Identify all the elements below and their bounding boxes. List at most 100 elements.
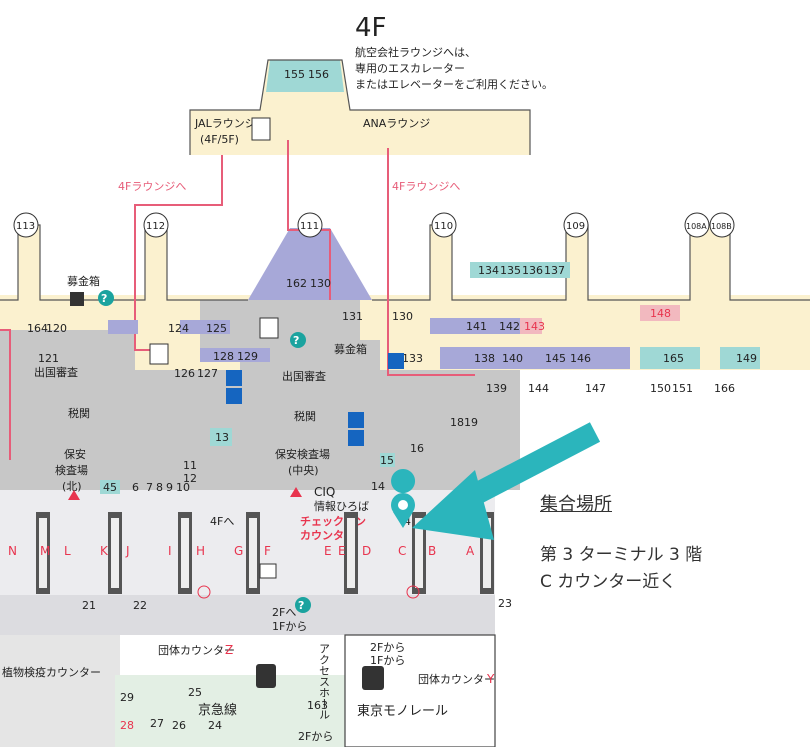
shop-128: 128 — [213, 350, 234, 363]
meeting-point-callout: 集合場所 第 3 ターミナル 3 階 C カウンター近く — [540, 490, 702, 592]
donation-box-center: 募金箱 — [334, 342, 367, 356]
security-central-l2: (中央) — [288, 464, 319, 477]
shop-164: 164 — [27, 322, 48, 335]
info-icon-hall: ? — [295, 597, 311, 613]
shop-27: 27 — [150, 717, 164, 730]
security-north-l1: 保安 — [64, 447, 86, 461]
gate-110: 110 — [431, 212, 457, 238]
svg-text:110: 110 — [434, 221, 453, 232]
gate-109: 109 — [563, 212, 589, 238]
shop-134: 134 — [478, 264, 499, 277]
immigration-center: 出国審査 — [282, 369, 326, 383]
shop-numbers: 164 120 124 125 121 128 129 126 127 162 … — [27, 264, 757, 732]
keikyu-line-label: 京急線 — [198, 702, 237, 718]
ciq-label: CIQ — [314, 485, 335, 499]
counter-e: E — [338, 544, 346, 558]
clock-icon-left — [197, 585, 211, 599]
restroom-icon-left — [226, 370, 242, 386]
lounge-note-line1: 航空会社ラウンジへは、 — [355, 45, 476, 59]
shop-126: 126 — [174, 367, 195, 380]
shop-137: 137 — [544, 264, 565, 277]
counter-c: C — [398, 544, 406, 558]
plant-quarantine-label: 植物検疫カウンター — [2, 665, 101, 679]
shop-12: 12 — [183, 472, 197, 485]
shop-18: 18 — [450, 416, 464, 429]
donation-box-left: 募金箱 — [67, 274, 100, 288]
shop-125: 125 — [206, 322, 227, 335]
customs-left: 税関 — [68, 406, 90, 420]
shop-145: 145 — [545, 352, 566, 365]
gate-155-label: 155 — [284, 68, 305, 81]
shop-151: 151 — [672, 382, 693, 395]
group-counter-z: 団体カウンター — [158, 643, 235, 657]
shop-29: 29 — [120, 691, 134, 704]
to-4f-left: 4Fへ — [210, 515, 234, 528]
shop-45: 45 — [103, 481, 117, 494]
shop-19: 19 — [464, 416, 478, 429]
shop-15: 15 — [380, 454, 394, 467]
clock-icon-right — [406, 585, 420, 599]
shop-143: 143 — [524, 320, 545, 333]
jal-lounge-label: JALラウンジ — [194, 117, 256, 130]
shop-22: 22 — [133, 599, 147, 612]
accessible-icon-left — [226, 388, 242, 404]
shop-136: 136 — [522, 264, 543, 277]
shop-14: 14 — [371, 480, 385, 493]
shop-127: 127 — [197, 367, 218, 380]
elevator-icon-left — [149, 343, 169, 365]
shop-150: 150 — [650, 382, 671, 395]
security-central-l1: 保安検査場 — [275, 447, 330, 461]
shop-141: 141 — [466, 320, 487, 333]
train-icon — [256, 664, 276, 688]
counter-e-left: E — [324, 544, 332, 558]
monorail-label: 東京モノレール — [357, 703, 448, 719]
shop-146: 146 — [570, 352, 591, 365]
shop-24: 24 — [208, 719, 222, 732]
shop-130-right: 130 — [392, 310, 413, 323]
shop-165: 165 — [663, 352, 684, 365]
route-to-ana-lounge — [387, 148, 475, 376]
shop-28: 28 — [120, 719, 134, 732]
pier-108 — [690, 225, 730, 300]
gate-108b: 108B — [709, 212, 735, 238]
floor-label: 4F — [355, 13, 387, 43]
lounge-note-line2: 専用のエスカレーター — [355, 62, 465, 75]
shop-129: 129 — [237, 350, 258, 363]
shop-133: 133 — [402, 352, 423, 365]
monorail-icon — [362, 666, 384, 690]
shop-166: 166 — [714, 382, 735, 395]
shop-7: 7 — [146, 481, 153, 494]
to-2f-label: 2Fへ — [272, 606, 296, 619]
gate-155-156-area — [266, 60, 344, 92]
pier-109 — [566, 225, 588, 300]
shop-16: 16 — [410, 442, 424, 455]
pier-112 — [145, 225, 167, 300]
access-hall-label: アクセスホール — [318, 643, 331, 720]
elevator-icon-center — [259, 317, 279, 339]
customs-center: 税関 — [294, 409, 316, 423]
shop-6: 6 — [132, 481, 139, 494]
immigration-left: 出国審査 — [34, 365, 78, 379]
shop-131: 131 — [342, 310, 363, 323]
counter-d: D — [362, 544, 371, 558]
meeting-point-title: 集合場所 — [540, 494, 612, 515]
monorail-station — [344, 634, 496, 747]
gate-111: 111 — [297, 212, 323, 238]
gate-108a: 108A — [684, 212, 710, 238]
route-to-jal-lounge — [134, 155, 223, 351]
shop-144: 144 — [528, 382, 549, 395]
from-1f-label: 1Fから — [272, 620, 307, 633]
meeting-point-arrow — [412, 422, 601, 540]
counter-f: F — [264, 544, 271, 558]
shop-124: 124 — [168, 322, 189, 335]
shop-26: 26 — [172, 719, 186, 732]
shop-25: 25 — [188, 686, 202, 699]
shop-148: 148 — [650, 307, 671, 320]
keikyu-station — [115, 675, 345, 747]
shop-11: 11 — [183, 459, 197, 472]
group-z-letter: Z — [225, 643, 233, 657]
area-left-gray — [0, 330, 135, 490]
counter-letters: N M L K J I H G F E E D C B A — [8, 544, 475, 558]
central-shop-block — [248, 228, 372, 300]
